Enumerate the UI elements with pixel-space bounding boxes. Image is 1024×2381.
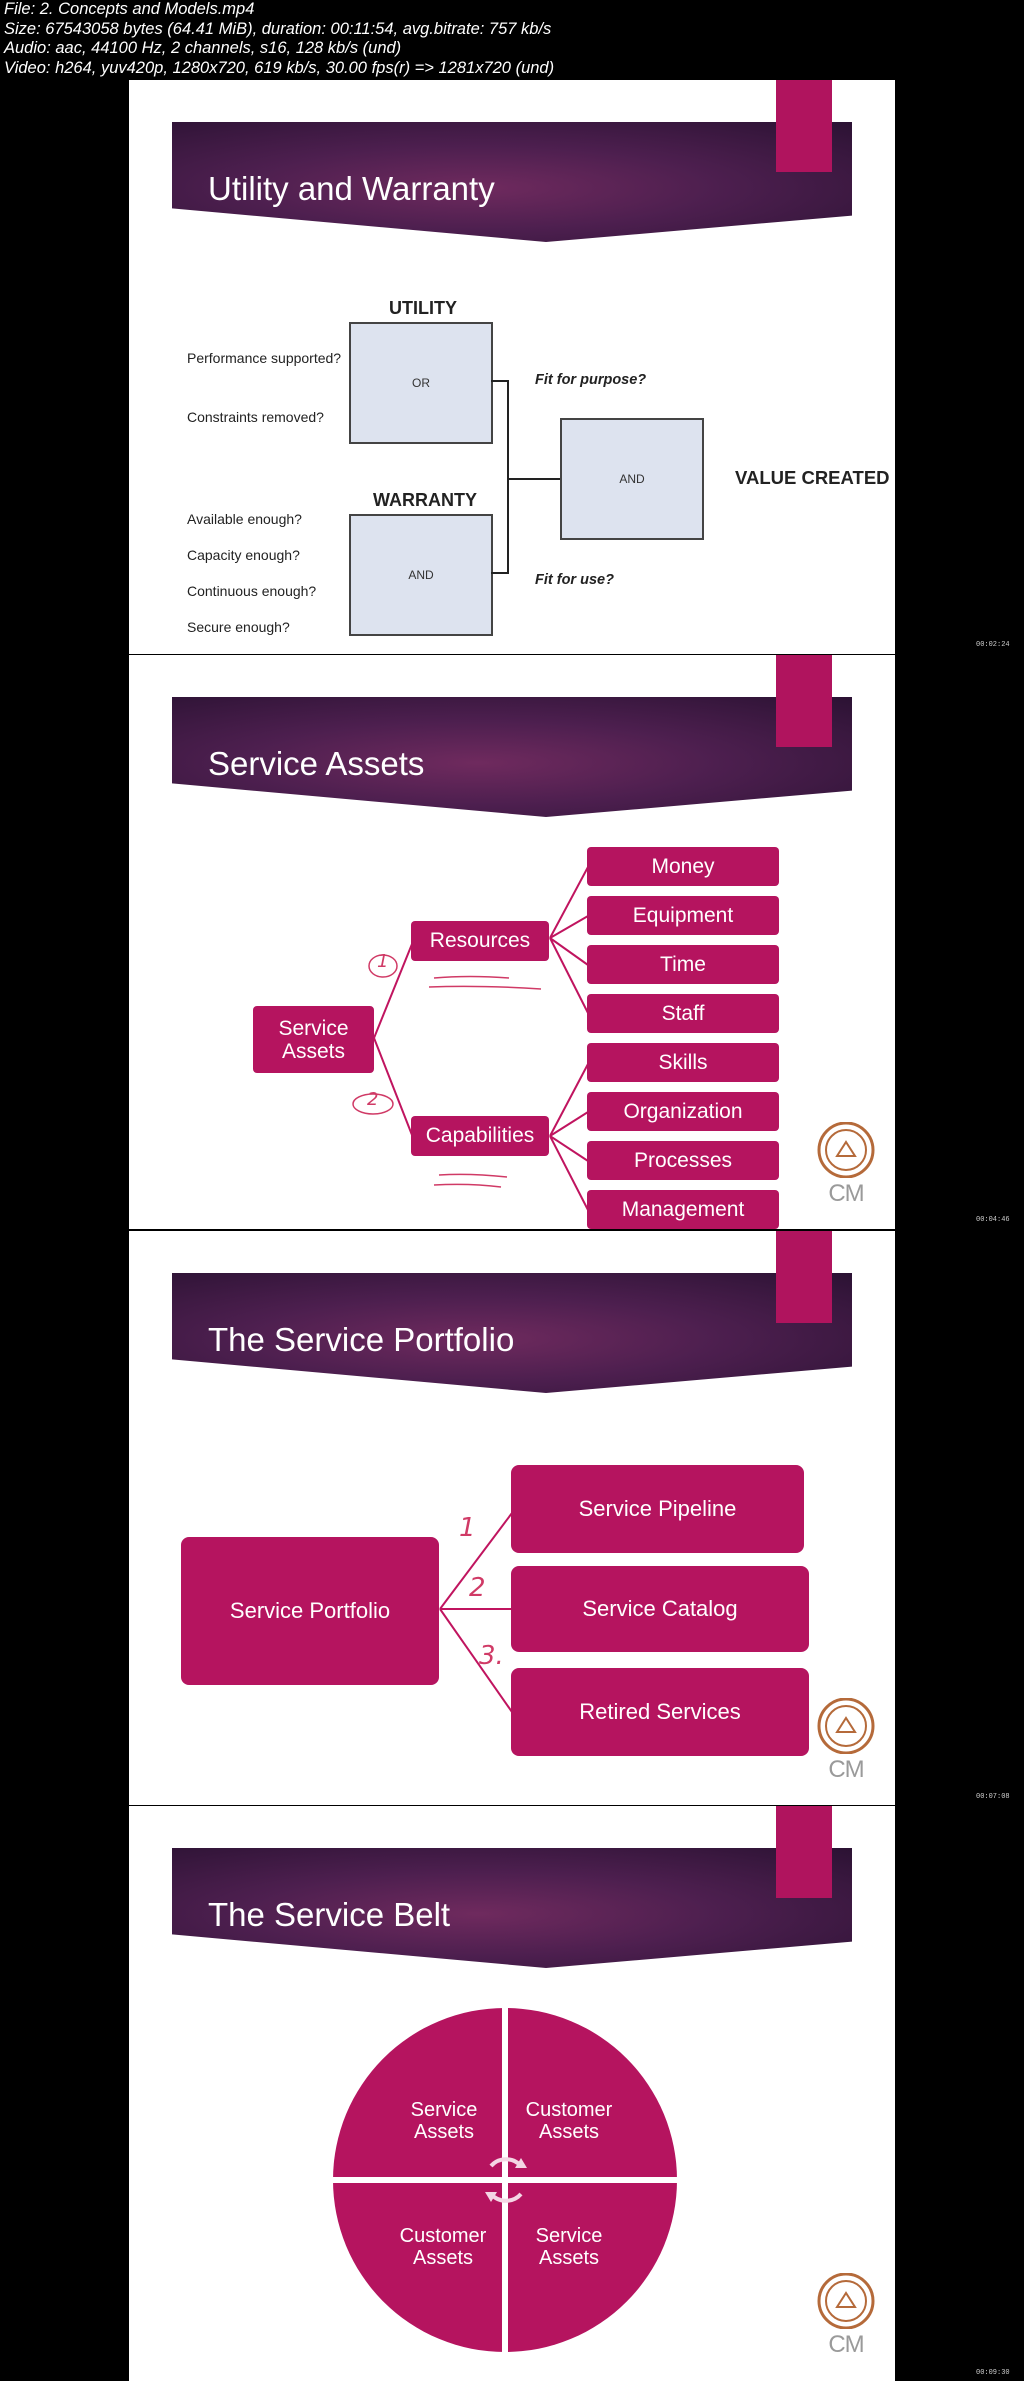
cm-logo: CM [815,2273,877,2363]
cm-logo-icon [817,1122,875,1178]
annotation-2: 2 [367,1089,379,1110]
warranty-heading: WARRANTY [373,490,477,510]
portfolio-item: Service Pipeline [511,1465,804,1553]
item-label: Management [621,1197,745,1221]
warranty-question: Capacity enough? [187,547,300,563]
title-banner: Service Assets [172,697,852,817]
or-box: OR [349,322,493,444]
file-info-header: File: 2. Concepts and Models.mp4 Size: 6… [4,0,904,78]
and-label: AND [408,568,434,582]
file-name-line: File: 2. Concepts and Models.mp4 [4,0,255,18]
quadrant-label: Service Assets [410,2099,478,2143]
tree-connectors [352,866,589,1211]
title-banner: Utility and Warranty [172,122,852,242]
item-label: Service Pipeline [578,1496,737,1521]
corner-accent [776,80,832,172]
connector-line [507,380,509,574]
service-assets-root: Service Assets [253,1006,374,1073]
slide-utility-warranty: Utility and Warranty UTILITY Performance… [129,80,895,654]
and-box: AND [349,514,493,636]
annotation-1: 1 [459,1513,476,1543]
value-created-label: VALUE CREATED [735,467,890,488]
fit-for-use-label: Fit for use? [535,572,614,588]
cm-logo-icon [817,2273,875,2329]
connector-line [491,380,509,382]
resource-item: Equipment [587,896,779,935]
annotation-1: 1 [377,951,389,972]
service-belt-circle [327,2002,683,2358]
warranty-question: Continuous enough? [187,583,317,599]
root-label: Service Assets [278,1016,349,1063]
capabilities-label: Capabilities [425,1124,535,1147]
and-center-label: AND [619,472,645,486]
utility-question: Performance supported? [187,350,342,366]
capability-item: Processes [587,1141,779,1180]
tree-connectors [439,1512,513,1713]
capability-item: Skills [587,1043,779,1082]
cm-logo: CM [815,1698,877,1788]
resources-node: Resources [411,921,549,961]
capability-item: Organization [587,1092,779,1131]
corner-accent [776,655,832,747]
corner-accent [776,1231,832,1323]
connector-line [491,572,509,574]
logo-text: CM [828,2331,864,2358]
cm-logo: CM [815,1122,877,1212]
item-label: Skills [658,1050,708,1074]
slide-service-belt: The Service Belt Service Assets Customer… [129,1806,895,2381]
warranty-question: Secure enough? [187,619,290,635]
slide-service-assets: Service Assets 1 2 Service Assets Resour… [129,655,895,1229]
annotation-2: 2 [469,1573,486,1603]
fit-for-purpose-label: Fit for purpose? [535,372,647,388]
portfolio-item: Service Catalog [511,1566,809,1652]
warranty-question: Available enough? [187,511,302,527]
portfolio-item: Retired Services [511,1668,809,1756]
capability-item: Management [587,1190,779,1229]
timestamp-2: 00:04:46 [976,1216,1010,1224]
connector-line [509,478,561,480]
slide-title: Utility and Warranty [208,170,495,207]
annotation-3: 3. [479,1641,504,1671]
item-label: Time [660,952,706,976]
timestamp-4: 00:09:30 [976,2369,1010,2377]
item-label: Organization [623,1099,743,1123]
root-label: Service Portfolio [229,1598,391,1623]
or-label: OR [412,376,430,390]
corner-accent [776,1806,832,1898]
slide-title: Service Assets [208,745,425,782]
quadrant-label: Customer Assets [399,2225,487,2269]
slide-title: The Service Portfolio [208,1321,515,1358]
item-label: Processes [633,1148,733,1172]
video-info-line: Video: h264, yuv420p, 1280x720, 619 kb/s… [4,58,555,77]
audio-info-line: Audio: aac, 44100 Hz, 2 channels, s16, 1… [4,39,402,57]
utility-heading: UTILITY [389,298,457,318]
and-center-box: AND [560,418,704,540]
resources-label: Resources [429,929,531,952]
item-label: Money [651,854,715,878]
item-label: Staff [661,1001,705,1025]
item-label: Service Catalog [582,1596,738,1621]
slide-title: The Service Belt [208,1896,451,1933]
quadrant-label: Service Assets [535,2225,603,2269]
item-label: Equipment [632,903,734,927]
logo-text: CM [828,1756,864,1783]
timestamp-1: 00:02:24 [976,641,1010,649]
resource-item: Time [587,945,779,984]
file-size-line: Size: 67543058 bytes (64.41 MiB), durati… [4,19,552,38]
logo-text: CM [828,1180,864,1207]
capabilities-node: Capabilities [411,1116,549,1156]
cm-logo-icon [817,1698,875,1754]
quadrant-label: Customer Assets [525,2099,613,2143]
item-label: Retired Services [579,1699,741,1724]
utility-question: Constraints removed? [187,409,324,425]
resource-item: Staff [587,994,779,1033]
resource-item: Money [587,847,779,886]
service-portfolio-root: Service Portfolio [181,1537,439,1685]
timestamp-3: 00:07:08 [976,1793,1010,1801]
slide-service-portfolio: The Service Portfolio 1 2 3. Service Por… [129,1231,895,1805]
